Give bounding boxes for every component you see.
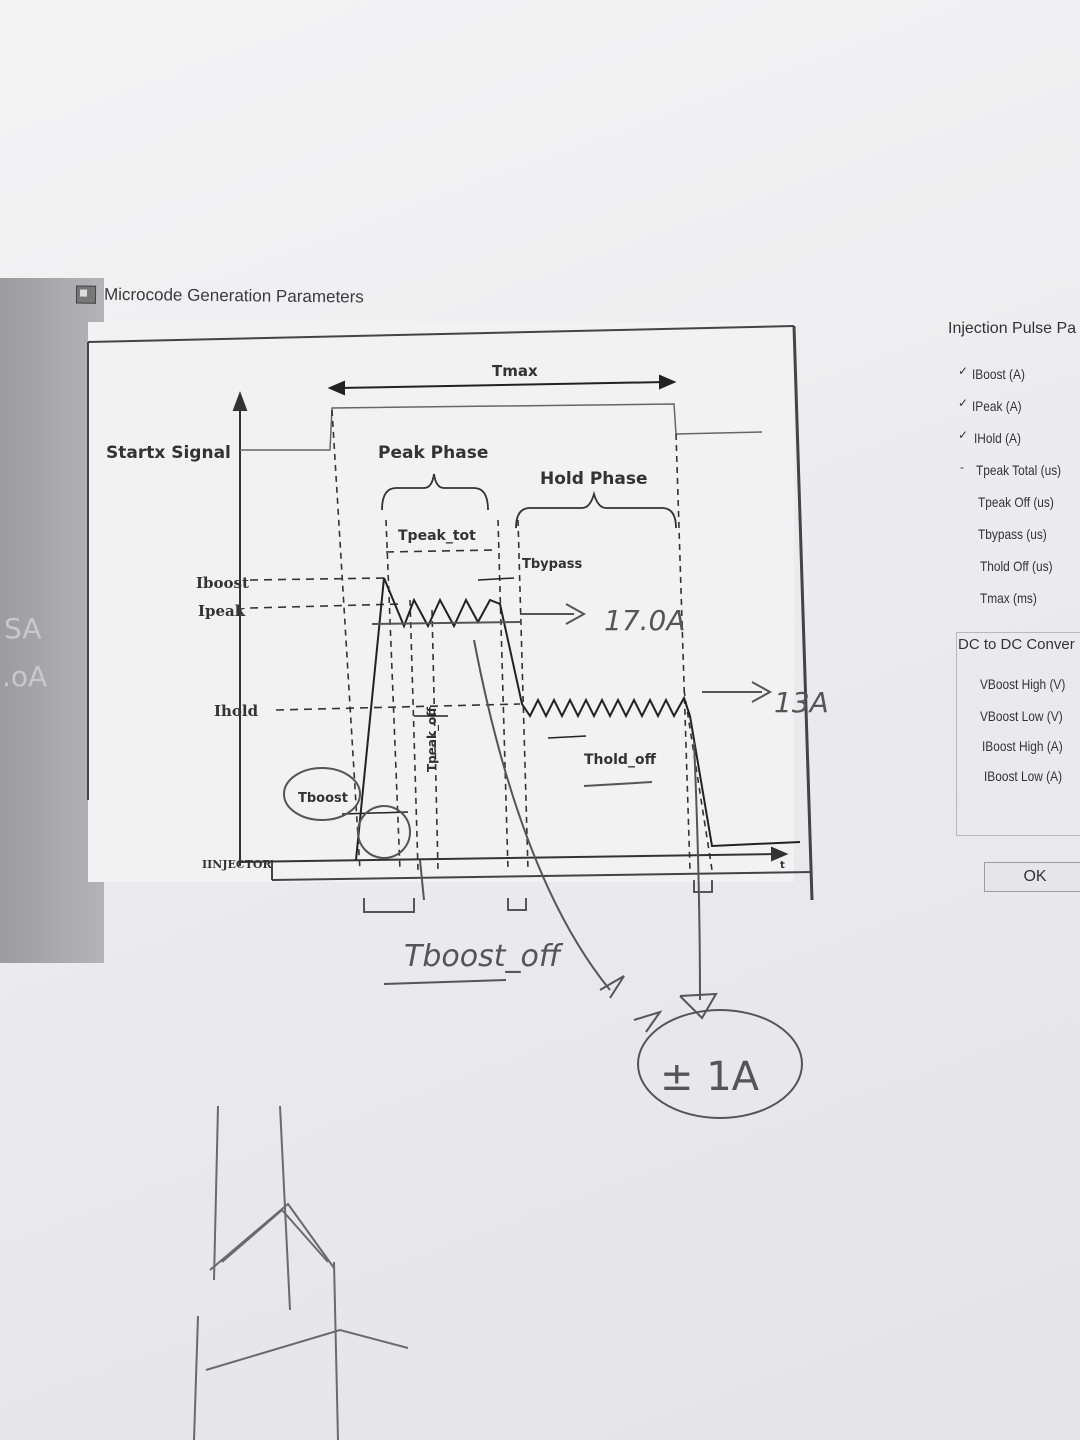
hand-bracket-b — [507, 898, 527, 911]
ipeak-check[interactable]: ✓ — [958, 396, 969, 410]
t-axis-label: t — [780, 860, 785, 871]
hand-tolerance: ± 1A — [660, 1054, 760, 1100]
frame-right — [792, 325, 814, 901]
hand-circle-small — [357, 805, 411, 859]
iinjector-label: IINJECTOR — [202, 858, 272, 871]
dashed-v7 — [675, 433, 691, 871]
hand-hold-arrowhead — [751, 681, 773, 703]
tbypass-label: Tbypass — [522, 557, 582, 572]
hand-circle-tboost — [283, 767, 361, 821]
param-tpeak-total: Tpeak Total (us) — [976, 462, 1062, 478]
param-ihold: IHold (A) — [974, 430, 1021, 446]
param-iboost-high: IBoost High (A) — [982, 738, 1063, 754]
dashed-v6 — [517, 519, 529, 871]
param-thold-off: Thold Off (us) — [980, 558, 1053, 574]
y-axis-arrow — [232, 391, 248, 411]
ghost-text-top: SA — [4, 612, 42, 645]
hand-sketch — [193, 1105, 409, 1440]
tboost-label: Tboost — [298, 791, 348, 806]
tbypass-arrow — [477, 577, 515, 581]
iboost-check[interactable]: ✓ — [958, 364, 969, 378]
hand-tick — [419, 859, 425, 901]
x-axis — [239, 853, 779, 863]
hand-underline — [383, 979, 507, 985]
hand-peak-arrowhead — [565, 603, 587, 625]
peak-phase-brace — [381, 473, 489, 511]
hand-tboost-off: Tboost_off — [404, 939, 564, 974]
dashed-v2 — [385, 519, 401, 871]
x-axis-arrow — [771, 846, 789, 862]
tpeak-tot-label: Tpeak_tot — [398, 528, 476, 544]
dc-to-dc-group — [956, 632, 1080, 836]
hand-line-to-tolerance-b — [693, 741, 701, 1001]
tpeak-off-label: Tpeak_off — [425, 707, 440, 772]
tmax-arrow — [327, 374, 677, 396]
background-window-panel — [0, 278, 104, 963]
hand-circle-tolerance — [637, 1009, 803, 1119]
param-tmax: Tmax (ms) — [980, 590, 1037, 606]
hand-line-to-tolerance-a — [473, 639, 611, 991]
hand-bracket-c — [693, 880, 713, 893]
iboost-level — [249, 577, 387, 581]
ihold-check[interactable]: ✓ — [958, 428, 969, 442]
hand-hold-value: 13A — [774, 686, 829, 719]
hand-mark-c — [633, 1010, 663, 1033]
hand-peak-value: 17.0A — [604, 604, 686, 637]
tboost-arrow — [341, 811, 409, 815]
param-tpeak-off: Tpeak Off (us) — [978, 494, 1054, 510]
hand-mark-b — [679, 992, 718, 1020]
param-iboost: IBoost (A) — [972, 366, 1025, 382]
frame-top — [87, 325, 795, 343]
param-vboost-low: VBoost Low (V) — [980, 708, 1063, 724]
param-tbypass: Tbypass (us) — [978, 526, 1047, 542]
hold-phase-label: Hold Phase — [540, 469, 648, 489]
injection-pulse-header: Injection Pulse Pa — [948, 320, 1077, 337]
current-waveform — [355, 577, 801, 861]
hand-peak-line — [371, 621, 521, 625]
thold-off-label: Thold_off — [584, 752, 657, 768]
start-signal-line — [240, 403, 763, 451]
start-signal-label: Startx Signal — [106, 443, 231, 463]
hand-underline-thold — [583, 781, 653, 787]
tpeak-tot-span — [385, 549, 497, 553]
hold-phase-brace — [515, 490, 677, 529]
param-iboost-low: IBoost Low (A) — [984, 768, 1063, 784]
hand-bracket-a — [363, 898, 415, 913]
dashed-v8 — [683, 689, 713, 871]
ihold-level — [275, 703, 521, 711]
peak-phase-label: Peak Phase — [378, 443, 488, 463]
ihold-label: Ihold — [214, 702, 259, 720]
ok-button[interactable]: OK — [984, 862, 1080, 892]
iboost-label: Iboost — [196, 574, 249, 592]
hand-mark-a — [599, 975, 625, 999]
param-vboost-high: VBoost High (V) — [980, 676, 1066, 692]
param-ipeak: IPeak (A) — [972, 398, 1022, 414]
ghost-text-bottom: .oA — [2, 660, 48, 693]
dc-to-dc-header: DC to DC Conver — [958, 636, 1075, 653]
ipeak-level — [249, 603, 401, 609]
tmax-label: Tmax — [492, 362, 538, 380]
dashed-v3 — [409, 599, 419, 871]
ipeak-label: Ipeak — [198, 602, 246, 620]
dashed-v5 — [497, 519, 509, 871]
thold-off-arrow — [547, 735, 587, 739]
tpeak-total-check[interactable]: - — [960, 460, 964, 474]
